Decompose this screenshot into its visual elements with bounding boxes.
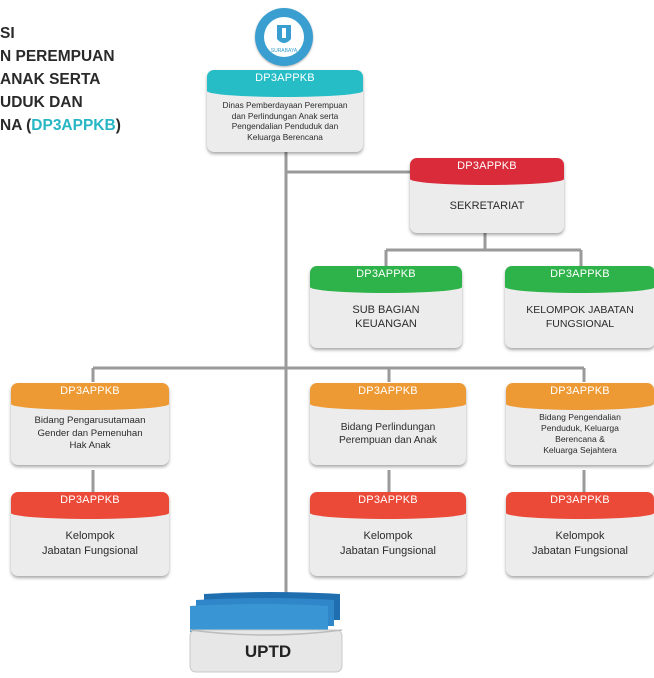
card-header: DP3APPKB bbox=[506, 383, 654, 410]
page-title-line-4: UDUK DAN bbox=[0, 94, 83, 111]
kelompok-2-line-1: Kelompok bbox=[363, 530, 413, 542]
page-title-line-3: ANAK SERTA bbox=[0, 71, 101, 88]
bidang-pengendalian-line-4: Keluarga Sejahtera bbox=[543, 444, 617, 455]
head-line-4: Keluarga Berencana bbox=[247, 131, 323, 142]
kelompok-jabatan-fungsional-card: DP3APPKB Kelompok Jabatan Fungsional bbox=[506, 492, 654, 576]
card-body: Kelompok Jabatan Fungsional bbox=[15, 514, 165, 574]
card-body: Bidang Pengendalian Penduduk, Keluarga B… bbox=[510, 405, 650, 463]
card-header: DP3APPKB bbox=[207, 70, 363, 97]
head-line-1: Dinas Pemberdayaan Perempuan bbox=[222, 100, 348, 110]
page-title-suffix: ) bbox=[115, 117, 121, 134]
page-title-line-1: SI bbox=[0, 25, 15, 42]
card-body: SEKRETARIAT bbox=[414, 180, 560, 231]
bidang-pengendalian-line-1: Bidang Pengendalian bbox=[539, 412, 621, 423]
bidang-pug-line-1: Bidang Pengarusutamaan bbox=[34, 415, 146, 427]
sub-bagian-keuangan-card: DP3APPKB SUB BAGIAN KEUANGAN bbox=[310, 266, 462, 348]
card-header: DP3APPKB bbox=[310, 492, 466, 519]
card-body: Dinas Pemberdayaan Perempuan dan Perlind… bbox=[211, 92, 359, 150]
page-title-prefix: NA ( bbox=[0, 117, 32, 134]
head-line-2: dan Perlindungan Anak serta bbox=[231, 110, 339, 121]
card-header: DP3APPKB bbox=[506, 492, 654, 519]
page-title-line-2: N PEREMPUAN bbox=[0, 48, 115, 65]
sub-bagian-line-2: KEUANGAN bbox=[355, 318, 417, 330]
sekretariat-label: SEKRETARIAT bbox=[449, 199, 525, 212]
kelompok-jabatan-fungsional-card: DP3APPKB KELOMPOK JABATAN FUNGSIONAL bbox=[505, 266, 654, 348]
card-body: Bidang Perlindungan Perempuan dan Anak bbox=[314, 405, 462, 463]
kelompok-jabatan-line-1: KELOMPOK JABATAN bbox=[526, 304, 634, 316]
card-body: SUB BAGIAN KEUANGAN bbox=[314, 288, 458, 346]
card-body: Kelompok Jabatan Fungsional bbox=[510, 514, 650, 574]
uptd-label: UPTD bbox=[244, 642, 292, 661]
page-title-acronym: DP3APPKB bbox=[31, 117, 116, 134]
bidang-pug-line-3: Hak Anak bbox=[69, 440, 111, 452]
logo-text: SURABAYA bbox=[271, 48, 298, 54]
page-title-line-5: NA (DP3APPKB) bbox=[0, 114, 200, 137]
bidang-pengendalian-line-3: Berencana & bbox=[555, 434, 605, 444]
card-body: Bidang Pengarusutamaan Gender dan Pemenu… bbox=[15, 405, 165, 463]
head-office-card: DP3APPKB Dinas Pemberdayaan Perempuan da… bbox=[207, 70, 363, 152]
card-body: Kelompok Jabatan Fungsional bbox=[314, 514, 462, 574]
page-title: SI N PEREMPUAN ANAK SERTA UDUK DAN NA (D… bbox=[0, 22, 200, 137]
sub-bagian-line-1: SUB BAGIAN bbox=[352, 304, 420, 316]
uptd-stack-icon bbox=[189, 592, 343, 673]
kelompok-3-line-2: Jabatan Fungsional bbox=[531, 545, 628, 557]
card-header: DP3APPKB bbox=[410, 158, 564, 185]
bidang-perlindungan-card: DP3APPKB Bidang Perlindungan Perempuan d… bbox=[310, 383, 466, 465]
bidang-perlindungan-line-2: Perempuan dan Anak bbox=[339, 435, 437, 446]
card-header: DP3APPKB bbox=[11, 383, 169, 410]
kelompok-1-line-2: Jabatan Fungsional bbox=[41, 545, 138, 557]
shield-icon: SURABAYA bbox=[271, 25, 298, 54]
bidang-pengendalian-card: DP3APPKB Bidang Pengendalian Penduduk, K… bbox=[506, 383, 654, 465]
kelompok-3-line-1: Kelompok bbox=[555, 530, 605, 542]
kelompok-1-line-1: Kelompok bbox=[65, 530, 115, 542]
kelompok-jabatan-fungsional-card: DP3APPKB Kelompok Jabatan Fungsional bbox=[310, 492, 466, 576]
kelompok-2-line-2: Jabatan Fungsional bbox=[339, 545, 436, 557]
sekretariat-card: DP3APPKB SEKRETARIAT bbox=[410, 158, 564, 233]
bidang-pug-line-2: Gender dan Pemenuhan bbox=[37, 427, 143, 439]
kelompok-jabatan-line-2: FUNGSIONAL bbox=[545, 318, 615, 330]
card-header: DP3APPKB bbox=[11, 492, 169, 519]
card-header: DP3APPKB bbox=[310, 266, 462, 293]
head-line-3: Pengendalian Penduduk dan bbox=[231, 121, 339, 131]
uptd-card: UPTD bbox=[188, 590, 348, 674]
card-header: DP3APPKB bbox=[505, 266, 654, 293]
bidang-perlindungan-line-1: Bidang Perlindungan bbox=[340, 422, 436, 433]
card-header: DP3APPKB bbox=[310, 383, 466, 410]
bidang-pengendalian-line-2: Penduduk, Keluarga bbox=[541, 423, 619, 434]
bidang-pengarusutamaan-card: DP3APPKB Bidang Pengarusutamaan Gender d… bbox=[11, 383, 169, 465]
kelompok-jabatan-fungsional-card: DP3APPKB Kelompok Jabatan Fungsional bbox=[11, 492, 169, 576]
surabaya-city-emblem-icon: SURABAYA bbox=[255, 8, 313, 66]
card-body: KELOMPOK JABATAN FUNGSIONAL bbox=[509, 288, 651, 346]
